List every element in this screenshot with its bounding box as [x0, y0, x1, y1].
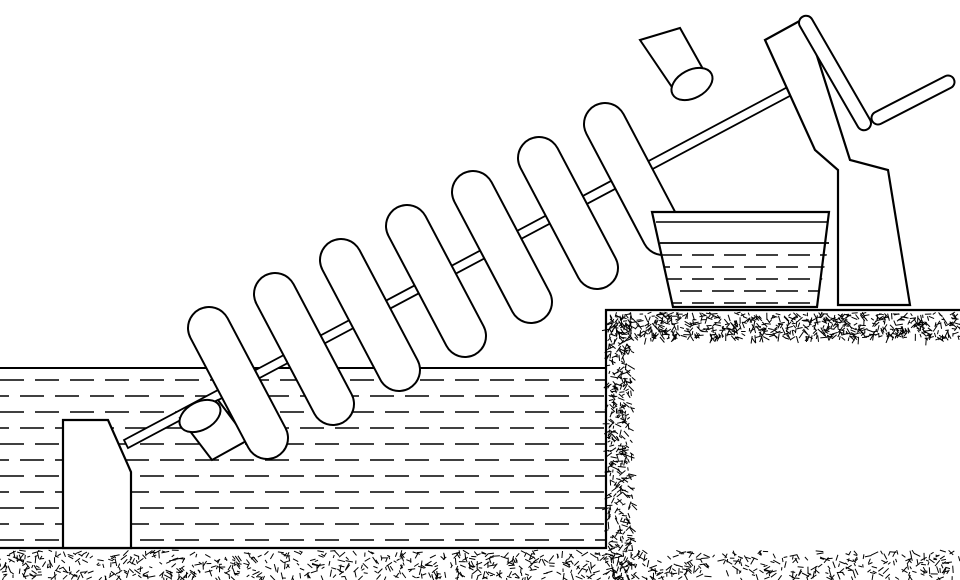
- upper-water-container: [650, 210, 831, 309]
- upper-support-stand: [763, 16, 912, 307]
- screw-top-outlet: [638, 26, 714, 102]
- screw-helix-coil: [187, 102, 685, 460]
- crank-handle[interactable]: [796, 13, 956, 133]
- lower-support-post: [61, 418, 133, 550]
- screw-bottom-opening: [178, 398, 250, 462]
- ground-soil: [0, 308, 960, 580]
